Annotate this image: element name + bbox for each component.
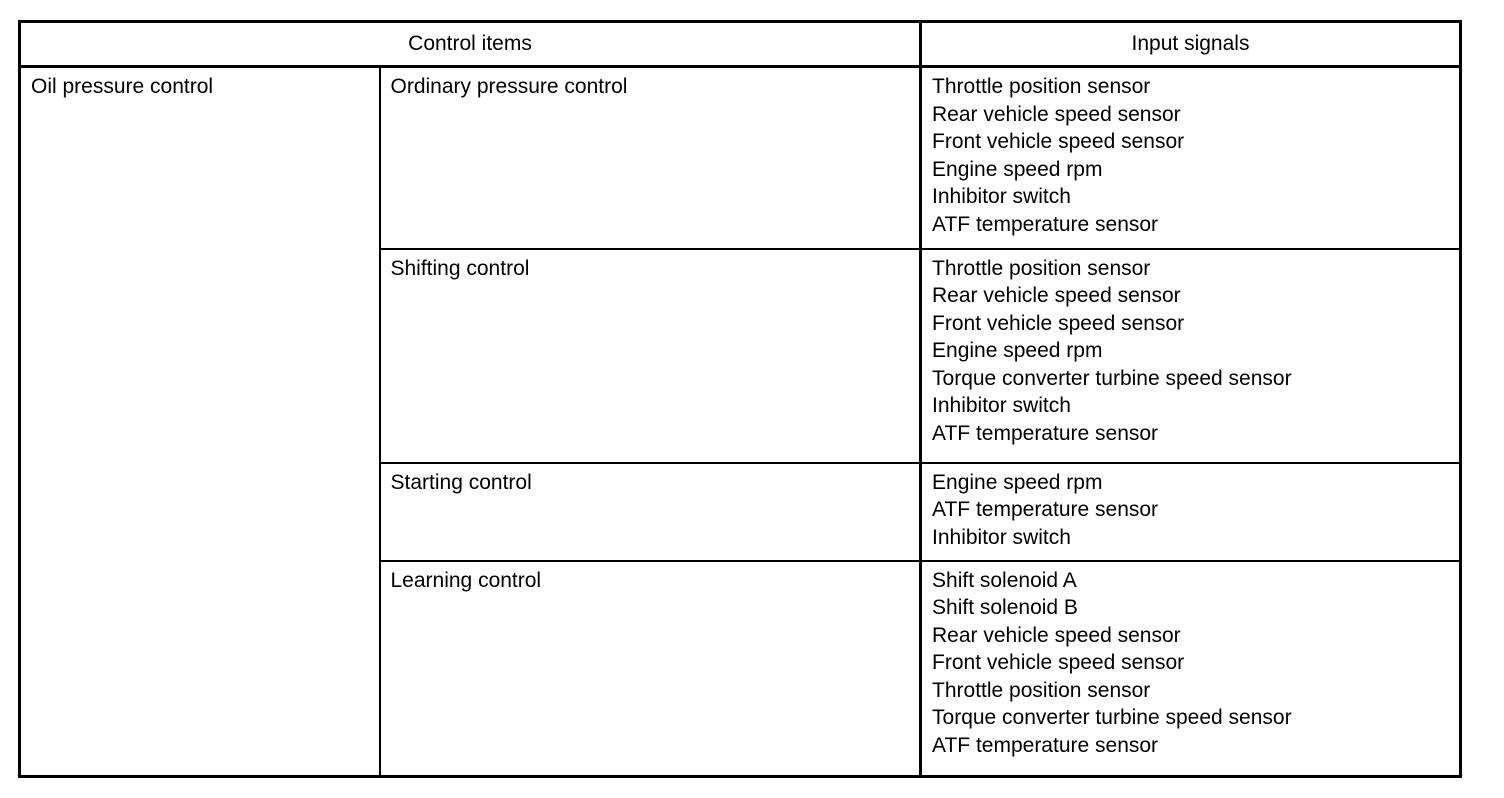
header-control-items: Control items [19, 21, 923, 68]
cell-oil-pressure-control: Oil pressure control [19, 66, 381, 777]
table-header-row: Control items Input signals [19, 21, 1461, 68]
control-items-table: Control items Input signals Oil pressure… [18, 20, 1463, 778]
table-row: Shifting control Throttle position senso… [20, 247, 1461, 463]
table-row: Starting control Engine speed rpm ATF te… [20, 461, 1461, 561]
cell-signals-starting: Engine speed rpm ATF temperature sensor … [920, 461, 1461, 561]
cell-control-ordinary-pressure: Ordinary pressure control [379, 66, 923, 249]
cell-signals-learning: Shift solenoid A Shift solenoid B Rear v… [920, 559, 1461, 777]
document-page: Control items Input signals Oil pressure… [18, 20, 1463, 778]
cell-control-learning: Learning control [379, 559, 923, 777]
cell-control-starting: Starting control [379, 461, 923, 561]
cell-signals-shifting: Throttle position sensor Rear vehicle sp… [920, 247, 1461, 463]
cell-signals-ordinary-pressure: Throttle position sensor Rear vehicle sp… [932, 75, 1185, 236]
table-row: Oil pressure control Ordinary pressure c… [19, 66, 1461, 777]
cell-control-shifting: Shifting control [379, 247, 923, 463]
table-row: Learning control Shift solenoid A Shift … [20, 559, 1461, 777]
header-input-signals: Input signals [920, 21, 1461, 68]
